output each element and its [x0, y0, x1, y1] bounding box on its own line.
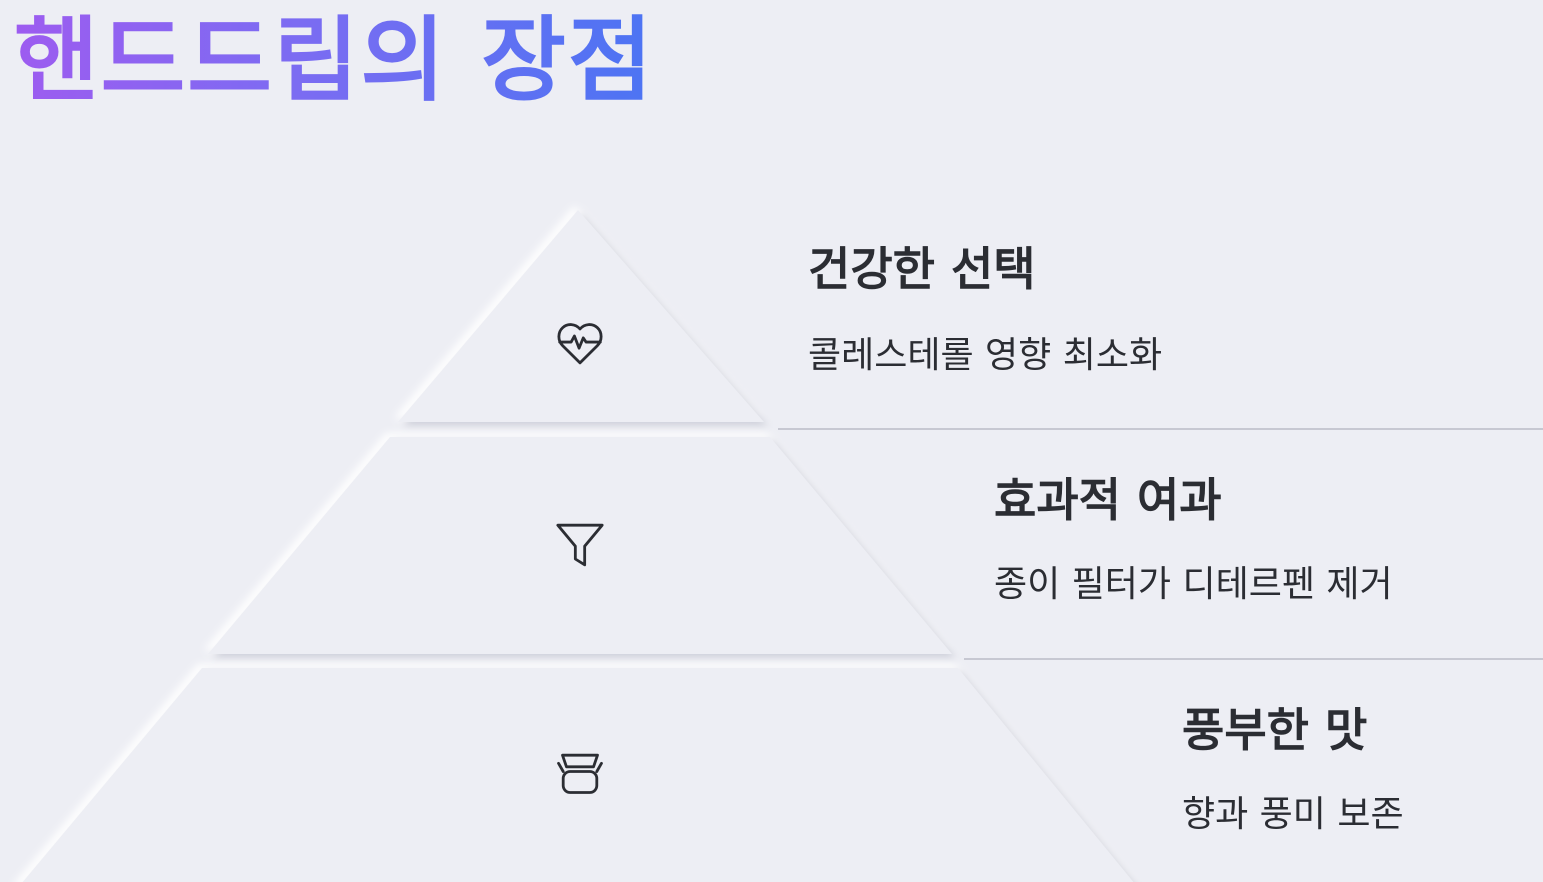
tier-divider [964, 658, 1543, 660]
page-title: 핸드드립의 장점 [14, 6, 655, 116]
tier-heading-flavor: 풍부한 맛 [1182, 703, 1368, 757]
tier-description-filtration: 종이 필터가 디테르펜 제거 [994, 564, 1393, 605]
pyramid-tier-middle [208, 437, 952, 654]
tier-heading-health: 건강한 선택 [808, 242, 1036, 296]
funnel-filter-icon [552, 517, 608, 573]
tier-divider [778, 428, 1543, 430]
tier-description-flavor: 향과 풍미 보존 [1182, 794, 1404, 835]
pyramid-tier-bottom [22, 668, 1134, 882]
pyramid-tier-top [398, 210, 764, 422]
heart-pulse-icon [552, 315, 608, 371]
tier-description-health: 콜레스테롤 영향 최소화 [808, 335, 1163, 376]
tier-heading-filtration: 효과적 여과 [994, 473, 1222, 527]
coffee-dripper-icon [552, 747, 608, 803]
